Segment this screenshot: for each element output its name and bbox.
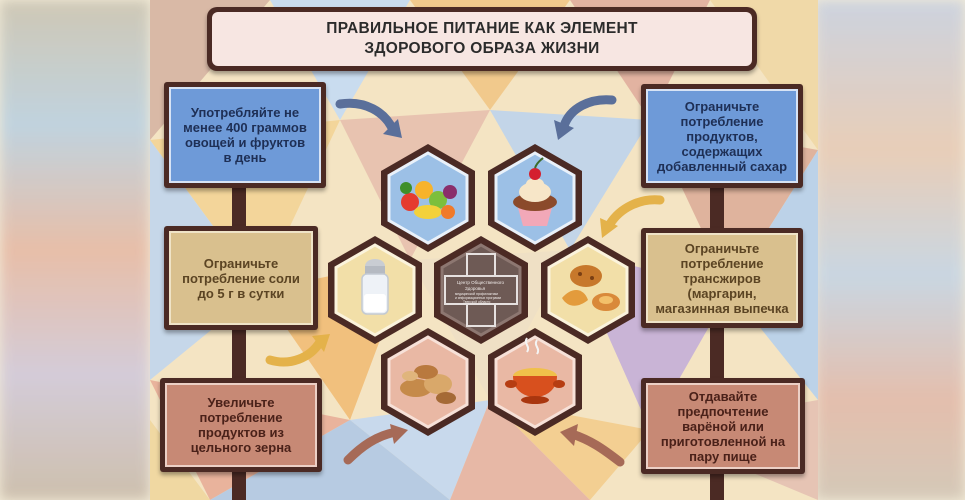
poster: ПРАВИЛЬНОЕ ПИТАНИЕ КАК ЭЛЕМЕНТ ЗДОРОВОГО…: [150, 0, 818, 500]
title-line-1: ПРАВИЛЬНОЕ ПИТАНИЕ КАК ЭЛЕМЕНТ: [326, 20, 638, 37]
arrow-icon: [265, 337, 325, 367]
card-grain: Увеличьте потребление продуктов из цельн…: [160, 378, 322, 472]
post: [232, 468, 246, 500]
card-transfat: Ограничьте потребление трансжиров (марга…: [641, 228, 803, 328]
arrow-icon: [335, 98, 398, 135]
left-blurred-edge: [0, 0, 150, 500]
post: [232, 326, 246, 382]
post: [232, 186, 246, 232]
title-plate: ПРАВИЛЬНОЕ ПИТАНИЕ КАК ЭЛЕМЕНТ ЗДОРОВОГО…: [207, 7, 757, 71]
title-line-2: ЗДОРОВОГО ОБРАЗА ЖИЗНИ: [364, 40, 600, 57]
arrow-icon: [559, 95, 617, 131]
card-sugar: Ограничьте потребление продуктов, содерж…: [641, 84, 803, 188]
card-salt: Ограничьте потребление соли до 5 г в сут…: [164, 226, 318, 330]
right-blurred-edge: [815, 0, 965, 500]
card-boiled: Отдавайте предпочтение варёной или приго…: [641, 378, 805, 474]
post: [710, 186, 724, 232]
post: [710, 468, 724, 500]
card-vegetables: Употребляйте не менее 400 граммов овощей…: [164, 82, 326, 188]
arrow-icon: [605, 195, 665, 229]
post: [710, 326, 724, 382]
